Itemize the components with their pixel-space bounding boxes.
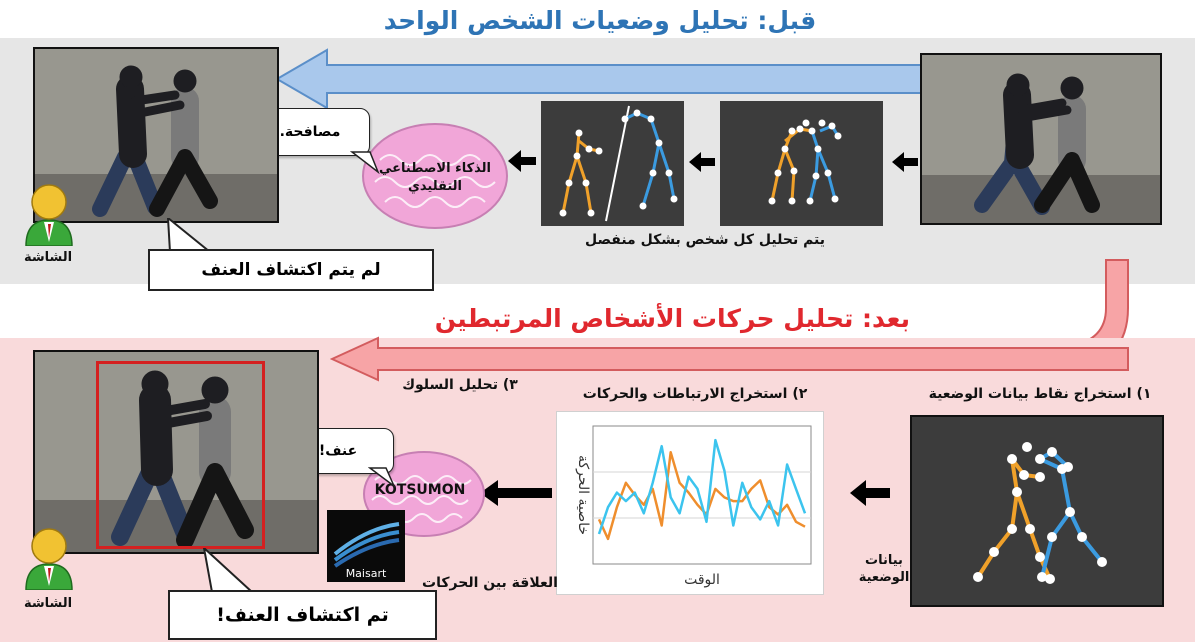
pose-data-label-line2: الوضعية	[858, 570, 910, 585]
arrow-icon	[689, 152, 715, 172]
arrow-icon	[850, 480, 890, 506]
brain-icon	[362, 123, 508, 229]
after-flow-arrow-icon	[330, 336, 1129, 382]
source-video-frame-top	[920, 53, 1162, 225]
conventional-ai-label-line2: التقليدي	[407, 179, 463, 194]
separated-skeleton-panel	[541, 101, 684, 226]
chart-plot-area	[592, 425, 812, 565]
violence-detected-result: تم اكتشاف العنف!	[168, 590, 437, 640]
person-avatar-icon	[25, 528, 73, 590]
pose-data-panel	[910, 415, 1164, 607]
arrow-icon	[480, 480, 552, 506]
conventional-ai-label: الذكاء الاصطناعي التقليدي	[360, 160, 510, 196]
motion-chart: الوقت خاصية الحركة	[556, 411, 824, 595]
bubble-tail	[368, 467, 396, 488]
arrow-icon	[892, 152, 918, 172]
screen-label-bottom: الشاشة	[23, 596, 73, 611]
before-title: قبل: تحليل وضعيات الشخص الواحد	[383, 6, 817, 35]
maisart-logo-icon: Maisart	[327, 510, 405, 582]
arrow-icon	[508, 150, 536, 172]
pose-data-label: بيانات الوضعية	[858, 552, 910, 586]
no-violence-result: لم يتم اكتشاف العنف	[148, 249, 434, 291]
step1-label: ١) استخراج نقاط بيانات الوضعية	[928, 386, 1152, 402]
output-video-frame-top	[33, 47, 279, 223]
kotsumon-label: KOTSUMON	[374, 482, 466, 498]
separate-analysis-label: يتم تحليل كل شخص بشكل منفصل	[584, 232, 826, 248]
chart-series	[597, 438, 807, 541]
violence-detection-box	[96, 361, 265, 549]
bubble-tail	[350, 151, 380, 174]
after-title: بعد: تحليل حركات الأشخاص المرتبطين	[434, 304, 910, 333]
chart-ylabel: خاصية الحركة	[575, 455, 591, 535]
step3-label: ٣) تحليل السلوك	[402, 377, 518, 393]
output-video-frame-bottom	[33, 350, 319, 554]
pose-data-label-line1: بيانات	[865, 553, 903, 568]
step2-label: ٢) استخراج الارتباطات والحركات	[582, 386, 808, 402]
combined-skeleton-panel	[720, 101, 883, 226]
person-avatar-icon	[25, 184, 73, 246]
maisart-logo-text: Maisart	[346, 567, 387, 580]
chart-xlabel: الوقت	[684, 572, 720, 588]
conventional-ai-label-line1: الذكاء الاصطناعي	[378, 161, 492, 176]
screen-label-top: الشاشة	[23, 250, 73, 265]
motion-chart-svg: الوقت خاصية الحركة	[575, 425, 812, 588]
relation-label: العلاقة بين الحركات	[422, 575, 558, 591]
chart-series-line-2	[597, 438, 807, 535]
